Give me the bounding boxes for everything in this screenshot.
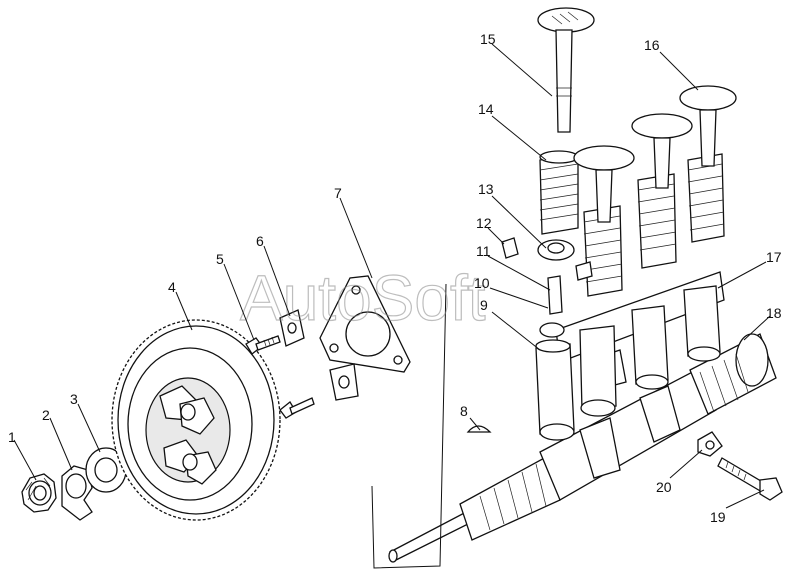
part-tappet-1: [535, 339, 575, 441]
callout-9: 9: [480, 297, 488, 313]
part-thrust-flange: [319, 275, 411, 401]
part-keeper: [501, 237, 593, 281]
callout-3: 3: [70, 391, 78, 407]
callout-11: 11: [476, 243, 491, 259]
watermark: AutoSoft: [240, 262, 486, 334]
callout-18: 18: [766, 305, 782, 321]
callout-5: 5: [216, 251, 224, 267]
part-valve-a: [573, 145, 635, 223]
callout-6: 6: [256, 233, 264, 249]
part-valve-15: [537, 7, 595, 133]
callout-7: 7: [334, 185, 342, 201]
part-lock-washer: [61, 465, 93, 521]
callout-17: 17: [766, 249, 782, 265]
part-valve-b: [631, 113, 693, 189]
callout-16: 16: [644, 37, 660, 53]
part-retainer: [537, 239, 575, 261]
callout-2: 2: [42, 407, 50, 423]
callout-14: 14: [478, 101, 494, 117]
callout-13: 13: [478, 181, 494, 197]
part-washer: [85, 447, 127, 493]
part-timing-gear: [111, 319, 281, 521]
part-seal: [539, 275, 565, 338]
part-tappet-2: [579, 325, 617, 417]
part-bolt-19: [717, 457, 783, 501]
part-bolt-5: [245, 335, 281, 355]
part-nut: [21, 473, 57, 513]
part-valve-16: [679, 85, 737, 167]
callout-20: 20: [656, 479, 672, 495]
callout-4: 4: [168, 279, 176, 295]
part-spring-14: [539, 150, 579, 235]
part-tappet-4: [683, 285, 721, 362]
callout-12: 12: [476, 215, 492, 231]
part-camshaft: [388, 333, 777, 563]
callout-19: 19: [710, 509, 726, 525]
callout-1: 1: [8, 429, 16, 445]
part-bolt-lower: [279, 397, 315, 419]
leader-lines: [13, 43, 771, 509]
callout-10: 10: [474, 275, 490, 291]
part-tappet-3: [631, 305, 669, 390]
part-plate: [279, 309, 305, 347]
callout-labels: 1 2 3 4 5 6 7 8 9 10 11 12 13 14 15 16 1…: [8, 31, 782, 525]
part-spring-c: [687, 153, 725, 243]
cover-frame: [371, 283, 447, 569]
part-tab-washer: [697, 431, 723, 457]
callout-8: 8: [460, 403, 468, 419]
callout-15: 15: [480, 31, 496, 47]
